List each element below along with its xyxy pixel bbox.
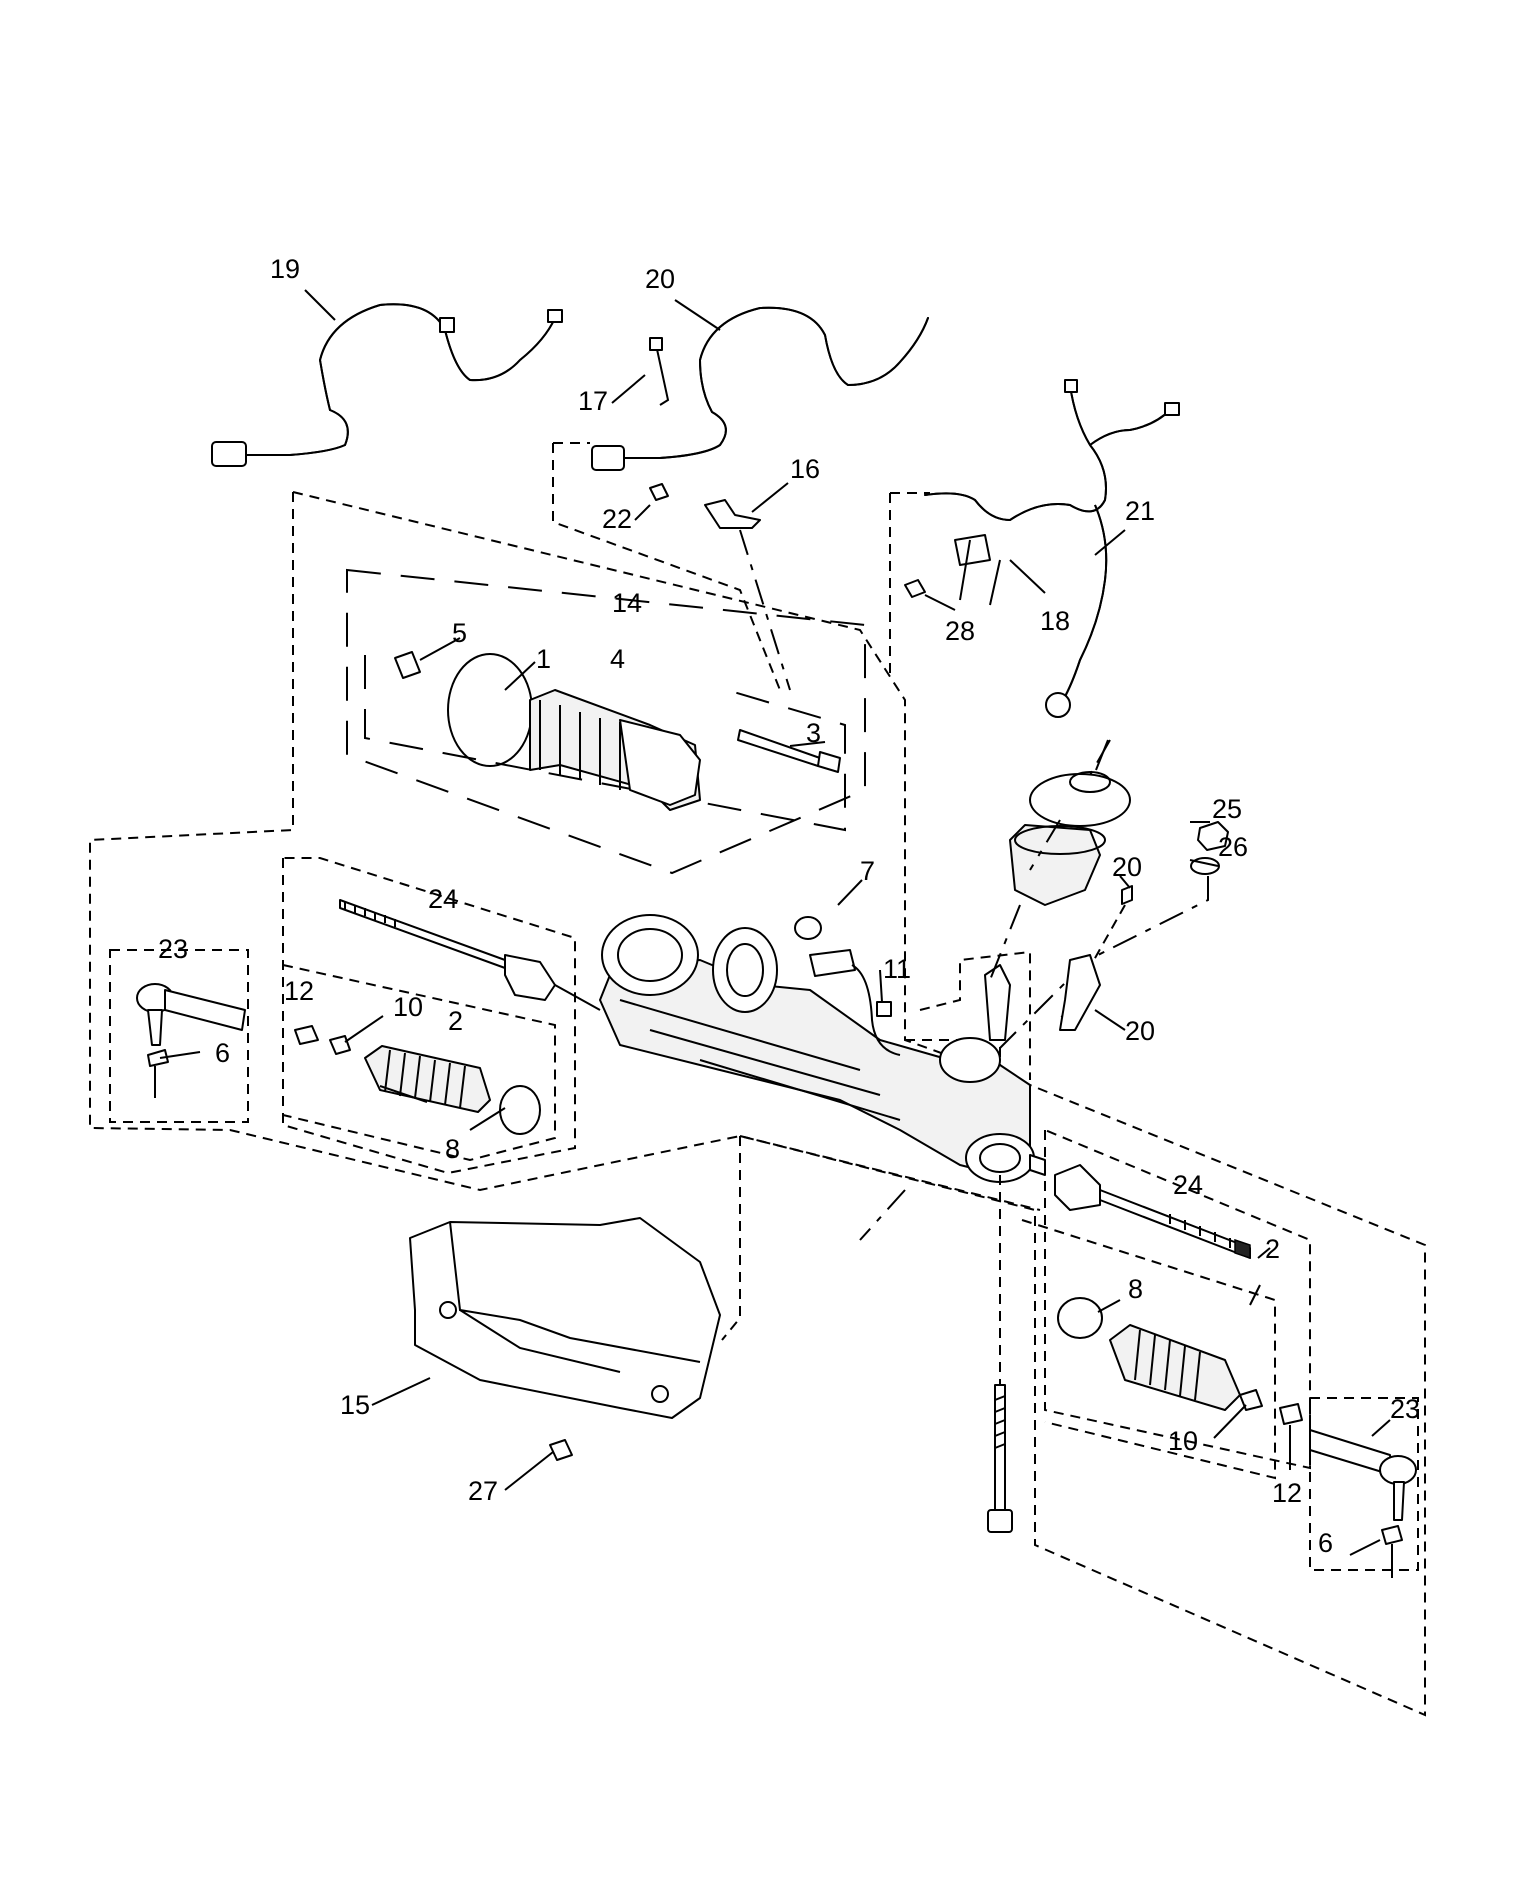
group-outline-motor-14 — [346, 568, 866, 875]
callout-27: 27 — [468, 1476, 498, 1506]
nut-25 — [1197, 821, 1229, 851]
wiring-harness-21 — [924, 384, 1107, 522]
group-outline-left — [89, 492, 1426, 1717]
callout-10-right: 10 — [1168, 1426, 1198, 1456]
callout-12-right: 12 — [1272, 1478, 1302, 1508]
callout-4: 4 — [610, 644, 625, 674]
cotter-6-left — [147, 1049, 169, 1067]
callout-21: 21 — [1125, 496, 1155, 526]
group-outline-tieend-left — [109, 949, 249, 1123]
bracket-16 — [704, 499, 761, 529]
seal-upper — [1029, 773, 1131, 827]
group-outline-shield — [721, 1135, 1041, 1341]
callout-20-bracket: 20 — [1125, 1016, 1155, 1046]
clip-11 — [876, 1001, 892, 1017]
callout-23-right: 23 — [1390, 1394, 1420, 1424]
group-outline-boot-left — [282, 964, 556, 1162]
wiring-harness-20 — [619, 306, 929, 459]
callout-17: 17 — [578, 386, 608, 416]
callout-20-harness: 20 — [645, 264, 675, 294]
group-outline-tieend-right — [1309, 1397, 1419, 1571]
group-outline-tierod-left — [282, 857, 576, 1175]
pinion-housing — [939, 1037, 1001, 1083]
group-outline-tierod-right — [1044, 1129, 1311, 1470]
callout-22: 22 — [602, 504, 632, 534]
callout-19: 19 — [270, 254, 300, 284]
callout-7: 7 — [860, 856, 875, 886]
callout-11: 11 — [883, 954, 911, 984]
boot-right — [1109, 1324, 1241, 1411]
callout-15: 15 — [340, 1390, 370, 1420]
callout-18: 18 — [1040, 606, 1070, 636]
clip-20 — [1121, 885, 1133, 905]
callout-25: 25 — [1212, 794, 1242, 824]
callout-16: 16 — [790, 454, 820, 484]
bolt-27 — [549, 1439, 573, 1461]
jam-nut-12-right — [1279, 1403, 1303, 1425]
bolt-22 — [649, 483, 669, 501]
bolt-28 — [904, 579, 926, 598]
callout-24-right: 24 — [1173, 1170, 1203, 1200]
clamp-8-right — [1057, 1297, 1103, 1339]
o-ring-1 — [447, 653, 533, 767]
callout-6-right: 6 — [1318, 1528, 1333, 1558]
callout-10-left: 10 — [393, 992, 423, 1022]
plug-7 — [794, 916, 822, 940]
callout-6-left: 6 — [215, 1038, 230, 1068]
heat-shield-15 — [409, 1217, 721, 1419]
boot-left — [364, 1045, 491, 1113]
callout-2-left: 2 — [448, 1006, 463, 1036]
wiring-harness-19 — [244, 303, 556, 456]
group-outline-harness-21 — [889, 492, 930, 680]
callout-24-left: 24 — [428, 884, 458, 914]
motor-unit — [601, 914, 699, 996]
leader-lines — [159, 289, 1391, 1556]
callout-28: 28 — [945, 616, 975, 646]
bushing-5 — [394, 651, 421, 679]
callout-12-left: 12 — [284, 976, 314, 1006]
jam-nut-12-left — [294, 1025, 319, 1045]
connector-icon — [1045, 692, 1071, 718]
callout-3: 3 — [806, 718, 821, 748]
callout-5: 5 — [452, 618, 467, 648]
boot-pinion — [1009, 824, 1101, 906]
group-outline-motor-inner — [364, 655, 846, 832]
bracket-20 — [1059, 954, 1101, 1031]
clamp-10-left — [329, 1035, 351, 1055]
connector-icon — [211, 441, 247, 467]
group-outline-pinion — [919, 950, 1031, 1080]
callout-1: 1 — [536, 644, 551, 674]
callout-2-right: 2 — [1265, 1234, 1280, 1264]
group-outline-harness-20 — [552, 443, 781, 691]
callout-8-right: 8 — [1128, 1274, 1143, 1304]
inner-tie-rod-24-right — [1099, 1189, 1251, 1259]
clamp-8-left — [499, 1085, 541, 1135]
callout-14: 14 — [612, 588, 642, 618]
group-outline-boot-right — [1021, 1219, 1276, 1480]
callout-20-clip: 20 — [1112, 852, 1142, 882]
cotter-6-right — [1381, 1525, 1403, 1545]
callout-8-left: 8 — [445, 1134, 460, 1164]
sensor-connector — [809, 949, 856, 977]
callout-23-left: 23 — [158, 934, 188, 964]
callout-26: 26 — [1218, 832, 1248, 862]
group-outline-rack-top — [292, 491, 1031, 1086]
